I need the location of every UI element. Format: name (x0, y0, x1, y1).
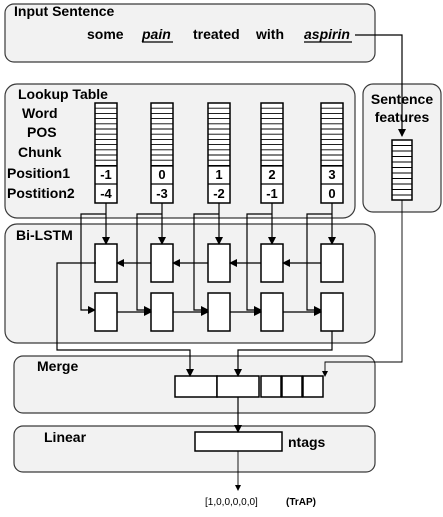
output-tag: (TrAP) (286, 497, 316, 508)
lstm-backward-cell-3 (207, 243, 231, 283)
lookup-column-3: 1-2 (207, 102, 231, 204)
merge-segment-feature-3 (302, 375, 324, 398)
position1-value: 2 (268, 167, 275, 182)
row-label-pos: POS (27, 124, 57, 140)
output-vector: [1,0,0,0,0,0] (205, 497, 258, 508)
lstm-backward-cell-5 (320, 243, 344, 283)
position2-value: -1 (266, 186, 278, 201)
lookup-column-5: 30 (320, 102, 344, 204)
lstm-forward-cell-4 (260, 292, 284, 332)
merge-panel: Merge (13, 355, 376, 414)
position1-value: 1 (215, 167, 222, 182)
token-with: with (255, 26, 284, 42)
merge-segment-backward (216, 375, 260, 398)
input-sentence-title: Input Sentence (14, 3, 115, 19)
position1-value: -1 (100, 167, 112, 182)
bilstm-title: Bi-LSTM (16, 227, 73, 243)
bilstm-panel: Bi-LSTM (4, 203, 376, 344)
position1-value: 3 (328, 167, 335, 182)
position1-value: 0 (158, 167, 165, 182)
position2-value: -4 (100, 186, 112, 201)
linear-panel: Linear ntags (13, 425, 376, 473)
lookup-column-4: 2-1 (260, 102, 284, 204)
row-label-word: Word (22, 105, 58, 121)
connection-wires (56, 200, 403, 491)
arrow-backward-to-merge (234, 331, 333, 377)
token-some: some (87, 26, 124, 42)
lstm-forward-cell-2 (150, 292, 174, 332)
token-pain: pain (141, 26, 171, 42)
merge-segment-forward (174, 375, 218, 398)
position2-value: -2 (213, 186, 225, 201)
merge-segment-feature-1 (260, 375, 282, 398)
arrow-lookup-to-lstm-forward (80, 213, 106, 314)
position2-value: -3 (156, 186, 168, 201)
sentence-feature-vector (391, 139, 413, 201)
linear-output-label: ntags (288, 434, 326, 450)
merge-title: Merge (37, 358, 78, 374)
lstm-backward-cell-1 (94, 243, 118, 283)
lookup-column-1: -1-4 (94, 102, 118, 204)
token-treated: treated (193, 26, 240, 42)
lstm-backward-cell-4 (260, 243, 284, 283)
linear-title: Linear (44, 429, 87, 445)
linear-output-box (194, 431, 283, 452)
lstm-forward-cell-3 (207, 292, 231, 332)
merge-segment-feature-2 (281, 375, 303, 398)
input-sentence-panel: Input Sentence some pain treated with as… (4, 3, 376, 63)
arrow-sentence-features-to-merge (322, 200, 403, 377)
row-label-position1: Position1 (7, 165, 70, 181)
lstm-forward-cell-1 (94, 292, 118, 332)
arrow-forward-to-merge (56, 262, 194, 377)
lstm-forward-cell-5 (320, 292, 344, 332)
position2-value: 0 (328, 186, 335, 201)
arrow-input-to-sentence-features (355, 34, 406, 137)
row-label-position2: Postition2 (7, 185, 75, 201)
lookup-table-title: Lookup Table (18, 86, 108, 102)
lstm-backward-cell-2 (150, 243, 174, 283)
lookup-table-panel: Lookup Table Word POS Chunk Position1 Po… (4, 83, 356, 219)
row-label-chunk: Chunk (18, 144, 62, 160)
sentence-vector-frame (391, 139, 413, 201)
token-aspirin: aspirin (304, 26, 350, 42)
lookup-column-2: 0-3 (150, 102, 174, 204)
